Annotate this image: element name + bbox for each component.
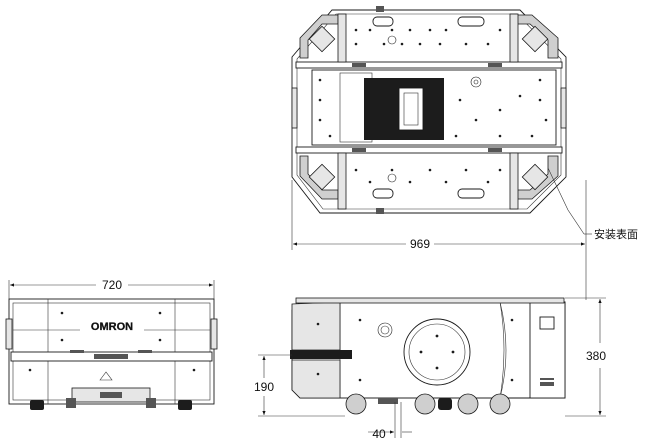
warning-triangle-icon (99, 371, 113, 381)
fastener-holes (318, 28, 548, 184)
wheel-right (178, 400, 192, 410)
side-bumper-strip (290, 350, 352, 359)
dim-bumper-height-label: 190 (254, 380, 274, 394)
dim-bumper-height: 190 (254, 354, 345, 417)
sensor-block-br (521, 163, 549, 191)
front-handle-left (5, 318, 13, 350)
mounting-surface-label: 安装表面 (594, 227, 638, 241)
top-knob (376, 6, 384, 12)
dim-offset: 40 (368, 402, 412, 441)
side-handle-right (560, 87, 567, 129)
front-handle-right (210, 318, 218, 350)
rail-v2 (509, 13, 519, 63)
side-top-lip (295, 297, 565, 304)
rail-v4 (509, 152, 519, 210)
side-bumper-upper (291, 301, 341, 351)
sensor-block-tr (521, 25, 549, 53)
corner-bumper-tr (513, 14, 559, 59)
access-panel (398, 87, 424, 131)
corner-bumper-tl (299, 14, 339, 59)
corner-bumper-br (513, 155, 559, 200)
dim-front-width-label: 720 (102, 278, 122, 292)
side-port (377, 322, 393, 338)
dim-side-height-label: 380 (586, 349, 606, 363)
omron-logo: OMRON (91, 321, 133, 333)
front-view: OMRON (5, 298, 218, 410)
wheel-left (30, 400, 44, 410)
side-wheels (345, 393, 511, 415)
sensor-block-tl (308, 25, 336, 53)
sensor-block-bl (308, 163, 336, 191)
dim-side-height: 380 (565, 297, 606, 417)
front-body (8, 298, 215, 405)
top-view (291, 6, 592, 235)
dim-top-width-label: 969 (410, 237, 430, 251)
rail-v1 (337, 13, 347, 63)
rail-bottom (295, 146, 563, 154)
slot-bottom (457, 188, 485, 199)
side-view (290, 297, 566, 415)
dim-front-width: 720 (8, 278, 215, 299)
rail-v3 (337, 152, 347, 210)
drive-plate (403, 318, 471, 386)
side-handle-left (291, 87, 298, 129)
dim-offset-label: 40 (372, 427, 386, 441)
side-bumper-lower (291, 359, 341, 399)
slot-top (457, 16, 485, 27)
rear-display (539, 316, 555, 330)
dim-top-width: 969 (291, 180, 587, 300)
leader-line (547, 167, 585, 235)
rail-top (295, 61, 563, 69)
